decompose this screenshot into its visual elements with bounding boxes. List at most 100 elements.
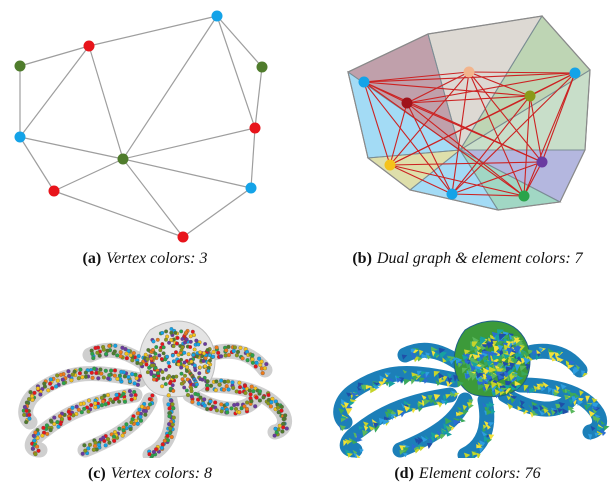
vertex-sphere xyxy=(198,395,203,400)
vertex-sphere xyxy=(100,399,106,404)
vertex-sphere xyxy=(69,378,74,383)
vertex-sphere xyxy=(191,352,196,357)
mesh-element xyxy=(441,399,447,404)
vertex-sphere xyxy=(145,370,150,375)
vertex-sphere xyxy=(150,348,155,352)
dual-node xyxy=(384,159,396,171)
vertex-sphere xyxy=(194,382,199,387)
vertex-sphere xyxy=(60,377,65,382)
vertex-sphere xyxy=(86,398,92,403)
vertex-sphere xyxy=(235,402,240,407)
vertex-sphere xyxy=(214,408,219,413)
vertex-sphere xyxy=(92,443,98,448)
vertex-sphere xyxy=(52,421,57,427)
panel-d-octopus-elements xyxy=(320,300,615,458)
mesh-element xyxy=(519,365,527,372)
mesh-element xyxy=(482,379,489,387)
vertex-sphere xyxy=(211,349,216,355)
vertex-sphere xyxy=(135,411,140,416)
mesh-element xyxy=(414,446,420,451)
vertex-sphere xyxy=(160,330,165,335)
mesh-element xyxy=(503,353,511,360)
vertex-sphere xyxy=(103,368,108,373)
vertex-sphere xyxy=(97,353,102,358)
mesh-element xyxy=(556,351,563,356)
vertex-sphere xyxy=(49,419,54,424)
mesh-element xyxy=(425,371,430,378)
vertex-sphere xyxy=(149,356,154,361)
mesh-element xyxy=(413,374,418,382)
vertex-sphere xyxy=(249,399,254,404)
vertex-sphere xyxy=(197,371,202,376)
vertex-sphere xyxy=(136,354,141,359)
mesh-element xyxy=(547,348,555,354)
dual-node xyxy=(569,67,581,79)
vertex-sphere xyxy=(279,404,284,409)
mesh-element xyxy=(445,358,452,363)
octopus-vertex-render xyxy=(18,320,293,458)
vertex-sphere xyxy=(70,372,75,377)
vertex-sphere xyxy=(61,381,66,386)
dual-edge xyxy=(363,81,453,195)
mesh-element xyxy=(455,357,463,364)
vertex-sphere xyxy=(28,390,33,395)
vertex-sphere xyxy=(162,438,167,443)
mesh-edge xyxy=(19,45,90,138)
caption-d: (d)Element colors: 76 xyxy=(320,465,615,483)
vertex-sphere xyxy=(167,374,172,379)
mesh-edge xyxy=(53,190,184,238)
vertex-sphere xyxy=(40,433,45,438)
vertex-sphere xyxy=(180,337,185,341)
caption-b: (b)Dual graph & element colors: 7 xyxy=(320,250,615,268)
mesh-element xyxy=(514,364,521,372)
vertex-sphere xyxy=(130,358,135,363)
vertex-sphere xyxy=(104,351,109,357)
mesh-element xyxy=(438,347,446,354)
mesh-element xyxy=(550,409,556,416)
vertex-sphere xyxy=(254,395,259,400)
mesh-element xyxy=(383,419,390,425)
vertex-sphere xyxy=(226,344,231,349)
vertex-sphere xyxy=(208,406,213,412)
vertex-sphere xyxy=(118,350,123,355)
mesh-element xyxy=(594,413,601,419)
vertex-sphere xyxy=(257,398,262,403)
vertex-sphere xyxy=(219,378,224,383)
vertex-sphere xyxy=(214,345,219,350)
mesh-element xyxy=(378,417,385,425)
vertex-sphere xyxy=(105,437,111,442)
mesh-element xyxy=(539,386,546,392)
mesh-element xyxy=(348,400,355,406)
mesh-element xyxy=(432,400,438,406)
vertex-sphere xyxy=(77,371,82,376)
octopus-tentacle xyxy=(339,387,458,458)
vertex-sphere xyxy=(174,350,178,355)
mesh-element xyxy=(506,347,514,356)
mesh-element xyxy=(479,344,487,351)
mesh-edge xyxy=(216,15,256,129)
vertex-sphere xyxy=(55,373,60,378)
vertex-sphere xyxy=(205,379,210,384)
mesh-element xyxy=(500,367,509,373)
vertex-sphere xyxy=(107,440,112,445)
vertex-sphere xyxy=(135,421,140,426)
mesh-element xyxy=(528,404,533,409)
vertex-sphere xyxy=(126,374,131,380)
vertex-sphere xyxy=(281,417,286,422)
vertex-sphere xyxy=(163,382,168,387)
mesh-element xyxy=(426,354,432,360)
vertex-sphere xyxy=(160,342,165,347)
mesh-edge xyxy=(216,15,263,68)
mesh-element xyxy=(406,403,411,408)
mesh-element xyxy=(494,365,500,371)
vertex-sphere xyxy=(122,374,127,379)
mesh-element xyxy=(507,403,513,410)
vertex-spheres xyxy=(21,327,289,458)
mesh-element xyxy=(547,386,553,394)
vertex-sphere xyxy=(155,337,160,342)
mesh-element xyxy=(506,340,512,348)
dual-edge xyxy=(406,95,531,104)
mesh-element xyxy=(442,394,447,400)
vertex-sphere xyxy=(205,406,210,412)
vertex-sphere xyxy=(107,343,112,348)
